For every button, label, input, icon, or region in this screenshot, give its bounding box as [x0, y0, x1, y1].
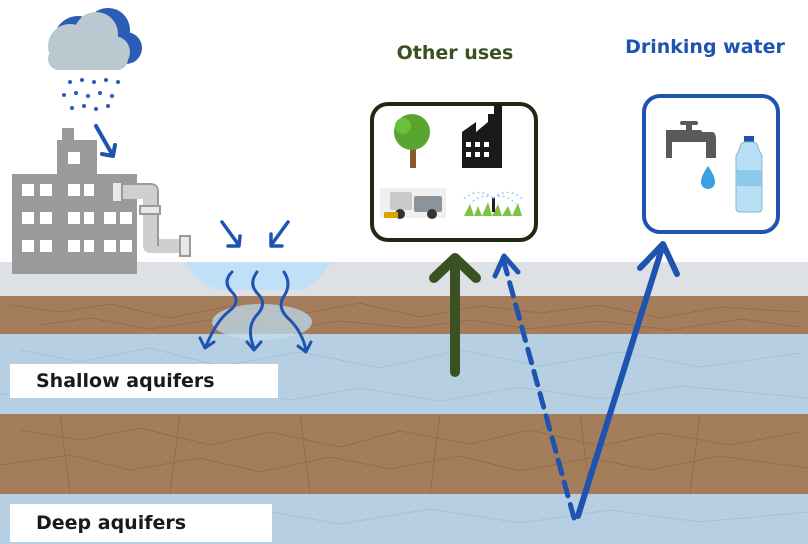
- soil-layer-upper: [0, 296, 808, 334]
- infiltration-basin: [186, 262, 330, 290]
- shallow-aquifers-label-box: Shallow aquifers: [10, 364, 278, 398]
- other-uses-arrow: [429, 253, 481, 377]
- water-drop-icon: [701, 166, 715, 189]
- drain-pipe-icon: [116, 185, 186, 253]
- percolation-arrows: [204, 270, 308, 352]
- factory-icon: [462, 104, 502, 168]
- other-uses-title: Other uses: [396, 42, 514, 64]
- infiltration-plume: [212, 304, 312, 340]
- raindrops: [62, 78, 120, 111]
- shallow-aquifers-label: Shallow aquifers: [36, 370, 215, 392]
- drinking-water-title: Drinking water: [625, 36, 785, 58]
- crack-texture: [0, 302, 808, 495]
- rain-cloud-icon: [48, 8, 142, 70]
- tap-icon: [666, 121, 716, 158]
- water-bottle-icon: [735, 136, 763, 213]
- deep-to-drinking-water-arrow: [575, 241, 680, 519]
- deep-to-other-uses-dashed-arrow: [492, 253, 577, 521]
- street-sweeper-icon: [380, 188, 446, 219]
- deep-aquifers-label-box: Deep aquifers: [10, 504, 272, 542]
- deep-aquifers-label: Deep aquifers: [36, 512, 187, 534]
- tree-icon: [394, 114, 430, 168]
- infiltration-arrows: [220, 220, 290, 248]
- building-windows: [22, 152, 132, 252]
- rain-arrow: [94, 124, 114, 156]
- sprinkler-icon: [460, 188, 526, 218]
- soil-layer-lower: [0, 414, 808, 494]
